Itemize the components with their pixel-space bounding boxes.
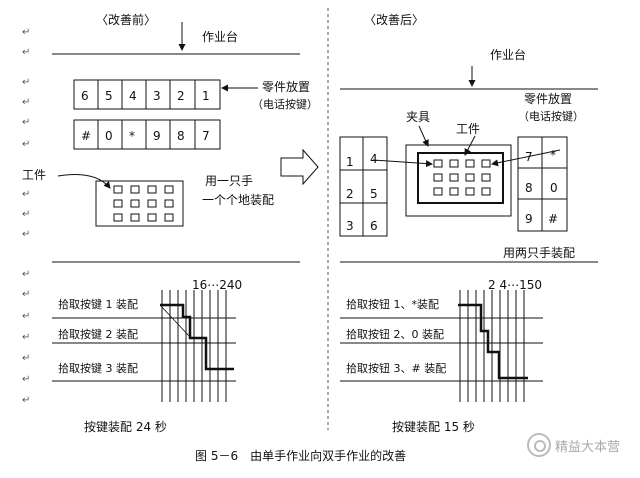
left-timeline-step	[160, 303, 234, 371]
key-cell: 2	[177, 89, 185, 103]
para-mark: ↵	[22, 289, 31, 300]
para-mark: ↵	[22, 229, 31, 240]
right-timeline-row: 拾取按钮 3、# 装配	[346, 362, 447, 375]
key-cell: 0	[550, 181, 558, 195]
right-workpiece-board	[417, 152, 504, 204]
key-cell: 6	[370, 219, 378, 233]
key-cell: 8	[177, 129, 185, 143]
right-timeline-ticks: 2 4⋯150	[488, 278, 542, 292]
key-cell: 9	[153, 129, 161, 143]
key-cell: 3	[346, 219, 354, 233]
para-mark: ↵	[22, 353, 31, 364]
key-cell: *	[550, 148, 556, 162]
right-workpiece-arrow	[464, 135, 476, 156]
right-hand-arrow	[491, 149, 561, 167]
para-mark: ↵	[22, 269, 31, 280]
key-cell: 7	[525, 150, 533, 164]
right-workpiece-holes	[433, 159, 491, 196]
para-mark: ↵	[22, 374, 31, 385]
left-parts-label: 零件放置	[262, 80, 311, 94]
para-mark: ↵	[22, 139, 31, 150]
left-hand-arrow	[372, 159, 433, 168]
key-cell: #	[81, 129, 92, 143]
right-timeline-step	[458, 303, 528, 380]
right-timeline-row: 拾取按钮 2、0 装配	[346, 328, 444, 341]
left-summary: 按键装配 24 秒	[84, 420, 167, 434]
key-cell: 1	[346, 155, 354, 169]
para-mark: ↵	[22, 332, 31, 343]
key-cell: #	[548, 212, 559, 226]
key-cell: 6	[81, 89, 89, 103]
para-mark: ↵	[22, 77, 31, 88]
left-workpiece-holes	[113, 185, 174, 222]
left-parts-sub: （电话按键）	[252, 98, 318, 111]
right-key-grid-right	[517, 136, 568, 232]
key-cell: 5	[105, 89, 113, 103]
transition-arrow	[280, 148, 319, 186]
left-workpiece-label: 工件	[22, 168, 47, 182]
key-cell: 2	[346, 187, 354, 201]
left-workbench-label: 作业台	[202, 30, 239, 44]
left-heading: 〈改善前〉	[96, 13, 157, 27]
right-timeline-row: 拾取按钮 1、*装配	[346, 298, 439, 311]
key-cell: 5	[370, 187, 378, 201]
para-mark: ↵	[22, 395, 31, 406]
one-hand-label-1: 用一只手	[205, 174, 254, 188]
key-cell: 4	[129, 89, 137, 103]
right-fixture	[405, 144, 512, 217]
para-mark: ↵	[22, 209, 31, 220]
key-cell: 8	[525, 181, 533, 195]
key-cell: 7	[202, 129, 210, 143]
one-hand-label-2: 一个个地装配	[202, 193, 275, 207]
right-parts-sub: （电话按键）	[518, 110, 584, 123]
left-key-grid-2	[73, 119, 221, 150]
key-cell: 9	[525, 212, 533, 226]
para-mark: ↵	[22, 47, 31, 58]
right-workpiece-label: 工件	[456, 122, 481, 136]
left-timeline-row: 拾取按键 3 装配	[58, 362, 138, 375]
fixture-arrow	[418, 125, 429, 147]
left-timeline-diagonal	[159, 304, 191, 338]
para-mark: ↵	[22, 189, 31, 200]
para-mark: ↵	[22, 27, 31, 38]
figure-caption: 图 5－6 由单手作业向双手作业的改善	[195, 449, 407, 463]
left-key-grid-1	[73, 79, 221, 110]
left-workpiece-board	[95, 180, 184, 227]
para-mark: ↵	[22, 311, 31, 322]
fixture-label: 夹具	[406, 110, 431, 124]
right-summary: 按键装配 15 秒	[392, 420, 475, 434]
key-cell: 1	[202, 89, 210, 103]
right-parts-label: 零件放置	[524, 92, 573, 106]
watermark-text: 精益大本营	[554, 439, 620, 455]
right-timeline-grid	[340, 290, 543, 402]
key-cell: 0	[105, 129, 113, 143]
right-workbench-label: 作业台	[490, 48, 527, 62]
left-timeline-row: 拾取按键 2 装配	[58, 328, 138, 341]
left-workpiece-arrow	[57, 174, 111, 189]
key-cell: *	[129, 129, 135, 143]
left-timeline-row: 拾取按键 1 装配	[58, 298, 138, 311]
left-timeline-ticks: 16⋯240	[192, 278, 243, 292]
right-heading: 〈改善后〉	[364, 13, 425, 27]
watermark: 精益大本营	[526, 433, 620, 457]
para-mark: ↵	[22, 117, 31, 128]
two-hands-label: 用两只手装配	[503, 246, 576, 260]
para-mark: ↵	[22, 97, 31, 108]
right-key-grid-left	[339, 136, 388, 237]
key-cell: 4	[370, 152, 378, 166]
key-cell: 3	[153, 89, 161, 103]
wechat-logo-icon	[526, 433, 551, 457]
